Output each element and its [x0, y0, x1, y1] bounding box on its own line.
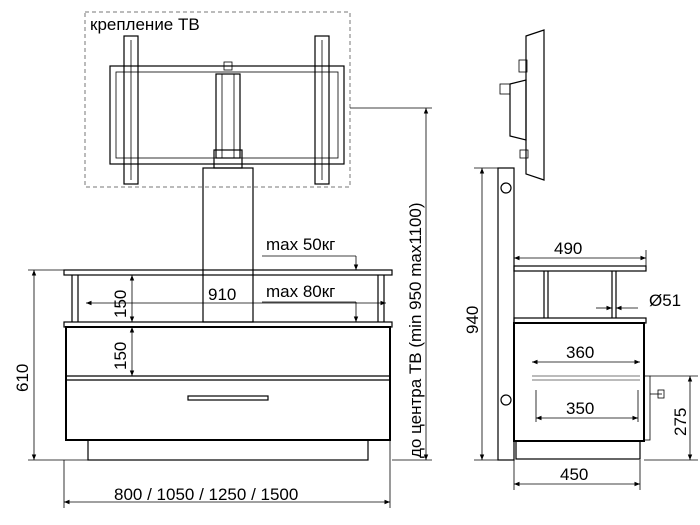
max80-label: max 80кг — [266, 282, 335, 301]
side-shelf-top — [513, 265, 647, 272]
dim-51: Ø51 — [649, 291, 681, 310]
mount-bracket-left — [123, 35, 139, 185]
glass-shelf-top — [63, 269, 393, 276]
dim-360: 360 — [566, 343, 594, 362]
mount-frame-inner — [115, 71, 339, 159]
dim-150-bottom: 150 — [111, 342, 130, 370]
mount-frame — [109, 65, 345, 165]
tv-side-panel — [525, 29, 545, 181]
mount-bracket-right — [314, 35, 330, 185]
side-view: 490 Ø51 360 350 940 275 450 — [463, 29, 698, 490]
tv-outline — [84, 11, 351, 188]
dim-610: 610 — [13, 364, 32, 392]
front-view: крепление ТВ max 50кг max 80кг 910 150 1… — [13, 11, 432, 508]
dim-490: 490 — [554, 239, 582, 258]
dim-150-top: 150 — [111, 290, 130, 318]
width-options: 800 / 1050 / 1250 / 1500 — [114, 485, 298, 504]
side-pillar — [497, 167, 515, 461]
dim-450: 450 — [560, 465, 588, 484]
drawer-handle — [187, 395, 269, 401]
tv-center-height: до центра ТВ (min 950 max1100) — [406, 202, 425, 458]
max50-label: max 50кг — [266, 235, 335, 254]
dim-940: 940 — [463, 306, 482, 334]
dim-910: 910 — [208, 285, 236, 304]
plinth — [87, 439, 369, 461]
dim-275: 275 — [671, 408, 690, 436]
mount-center-bracket — [215, 73, 241, 159]
dim-350: 350 — [566, 399, 594, 418]
side-cabinet — [513, 322, 645, 442]
tv-mount-label: крепление ТВ — [90, 15, 200, 34]
